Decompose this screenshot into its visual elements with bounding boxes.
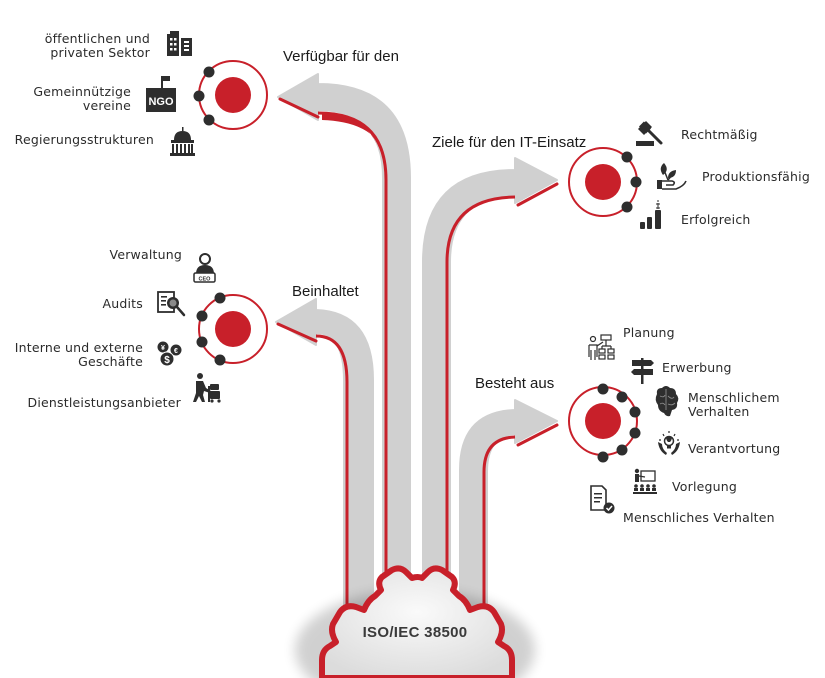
label-line: Gemeinnützige — [33, 84, 131, 99]
signpost-icon — [631, 358, 654, 384]
ceo-person-icon: CEO — [193, 253, 216, 283]
branch-heading-ziele: Ziele für den IT-Einsatz — [432, 134, 587, 151]
label-line: Erwerbung — [662, 360, 732, 375]
label-line: Verantvortung — [688, 441, 781, 456]
label-line: Geschäfte — [78, 354, 143, 369]
node-circle-beinhaltet — [196, 292, 268, 366]
item-label-regierung: Regierungsstrukturen — [15, 133, 154, 147]
item-label-oeffentlich: öffentlichen und privaten Sektor — [45, 32, 150, 60]
presentation-audience-icon — [633, 468, 657, 494]
capitol-building-icon — [170, 127, 195, 156]
connector-dot — [193, 90, 205, 102]
connector-dot — [597, 451, 609, 463]
planning-presenter-icon — [588, 334, 615, 360]
item-label-geschaefte: Interne und externe Geschäfte — [15, 341, 143, 369]
label-line: Rechtmäßig — [681, 127, 758, 142]
label-line: Menschliches Verhalten — [623, 510, 775, 525]
yen-symbol: ¥ — [161, 345, 165, 352]
dollar-symbol: $ — [164, 355, 170, 366]
currency-coins-icon: ¥ € $ — [157, 341, 182, 367]
growth-bars-icon — [640, 200, 661, 229]
connector-dot — [616, 444, 628, 456]
node-circle-ziele — [568, 147, 642, 217]
item-label-erfolgreich: Erfolgreich — [681, 213, 751, 227]
label-line: Regierungsstrukturen — [14, 132, 154, 147]
ngo-icon-text: NGO — [148, 96, 174, 108]
arrow-beinhaltet — [275, 298, 374, 641]
label-line: Erfolgreich — [681, 212, 751, 227]
label-line: Menschlichem — [688, 390, 780, 405]
item-label-planung: Planung — [623, 326, 675, 340]
delivery-worker-icon — [193, 373, 221, 403]
label-line: privaten Sektor — [50, 45, 150, 60]
branch-heading-verfuegbar: Verfügbar für den — [283, 48, 399, 65]
item-label-vorlegung: Vorlegung — [672, 480, 737, 494]
document-search-icon — [157, 291, 186, 317]
label-line: Dienstleistungsanbieter — [27, 395, 181, 410]
item-label-verantvortung: Verantvortung — [688, 442, 780, 456]
label-line: Audits — [102, 296, 143, 311]
gavel-icon — [636, 121, 663, 146]
node-circle-verfuegbar — [193, 60, 268, 130]
item-label-dienstleistung: Dienstleistungsanbieter — [28, 396, 181, 410]
item-label-erwerbung: Erwerbung — [662, 361, 732, 375]
item-label-rechtmaessig: Rechtmäßig — [681, 128, 758, 142]
label-line: Verwaltung — [109, 247, 182, 262]
ceo-icon-text: CEO — [199, 277, 212, 283]
center-title: ISO/IEC 38500 — [362, 624, 468, 641]
document-check-icon — [590, 485, 615, 514]
connector-dot — [203, 114, 215, 126]
connector-dot — [214, 354, 226, 366]
gear-shape — [295, 565, 535, 678]
office-building-icon — [167, 31, 192, 56]
connector-dot — [629, 427, 641, 439]
label-line: Produktionsfähig — [702, 169, 810, 184]
branch-heading-beinhaltet: Beinhaltet — [292, 283, 359, 300]
connector-dot — [214, 292, 226, 304]
connector-dot — [616, 391, 628, 403]
connector-dot — [629, 406, 641, 418]
item-label-menschliches-verhalten: Menschliches Verhalten — [623, 511, 775, 525]
label-line: Planung — [623, 325, 675, 340]
ngo-building-icon: NGO — [146, 76, 176, 112]
item-label-gemeinnuetzig: Gemeinnützige vereine — [33, 85, 131, 113]
item-label-menschlichem-verhalten: Menschlichem Verhalten — [688, 391, 780, 419]
connector-dot — [621, 151, 633, 163]
connector-dot — [621, 201, 633, 213]
node-circle-besteht-aus — [568, 383, 641, 463]
connector-dot — [196, 310, 208, 322]
item-label-audits: Audits — [103, 297, 144, 311]
item-label-verwaltung: Verwaltung — [110, 248, 182, 262]
label-line: Verhalten — [688, 404, 750, 419]
plant-in-hand-icon — [657, 163, 687, 190]
label-line: Interne und externe — [14, 340, 143, 355]
label-line: Vorlegung — [672, 479, 738, 494]
label-line: vereine — [82, 98, 131, 113]
connector-dot — [203, 66, 215, 78]
branch-heading-besteht-aus: Besteht aus — [475, 375, 555, 392]
connector-dot — [630, 176, 642, 188]
idea-hands-icon — [658, 431, 680, 455]
label-line: öffentlichen und — [44, 31, 150, 46]
arrow-besteht-aus — [459, 399, 559, 641]
item-label-produktionsfaehig: Produktionsfähig — [702, 170, 810, 184]
brain-icon — [655, 386, 679, 417]
euro-symbol: € — [174, 348, 178, 355]
connector-dot — [597, 383, 609, 395]
connector-dot — [196, 336, 208, 348]
